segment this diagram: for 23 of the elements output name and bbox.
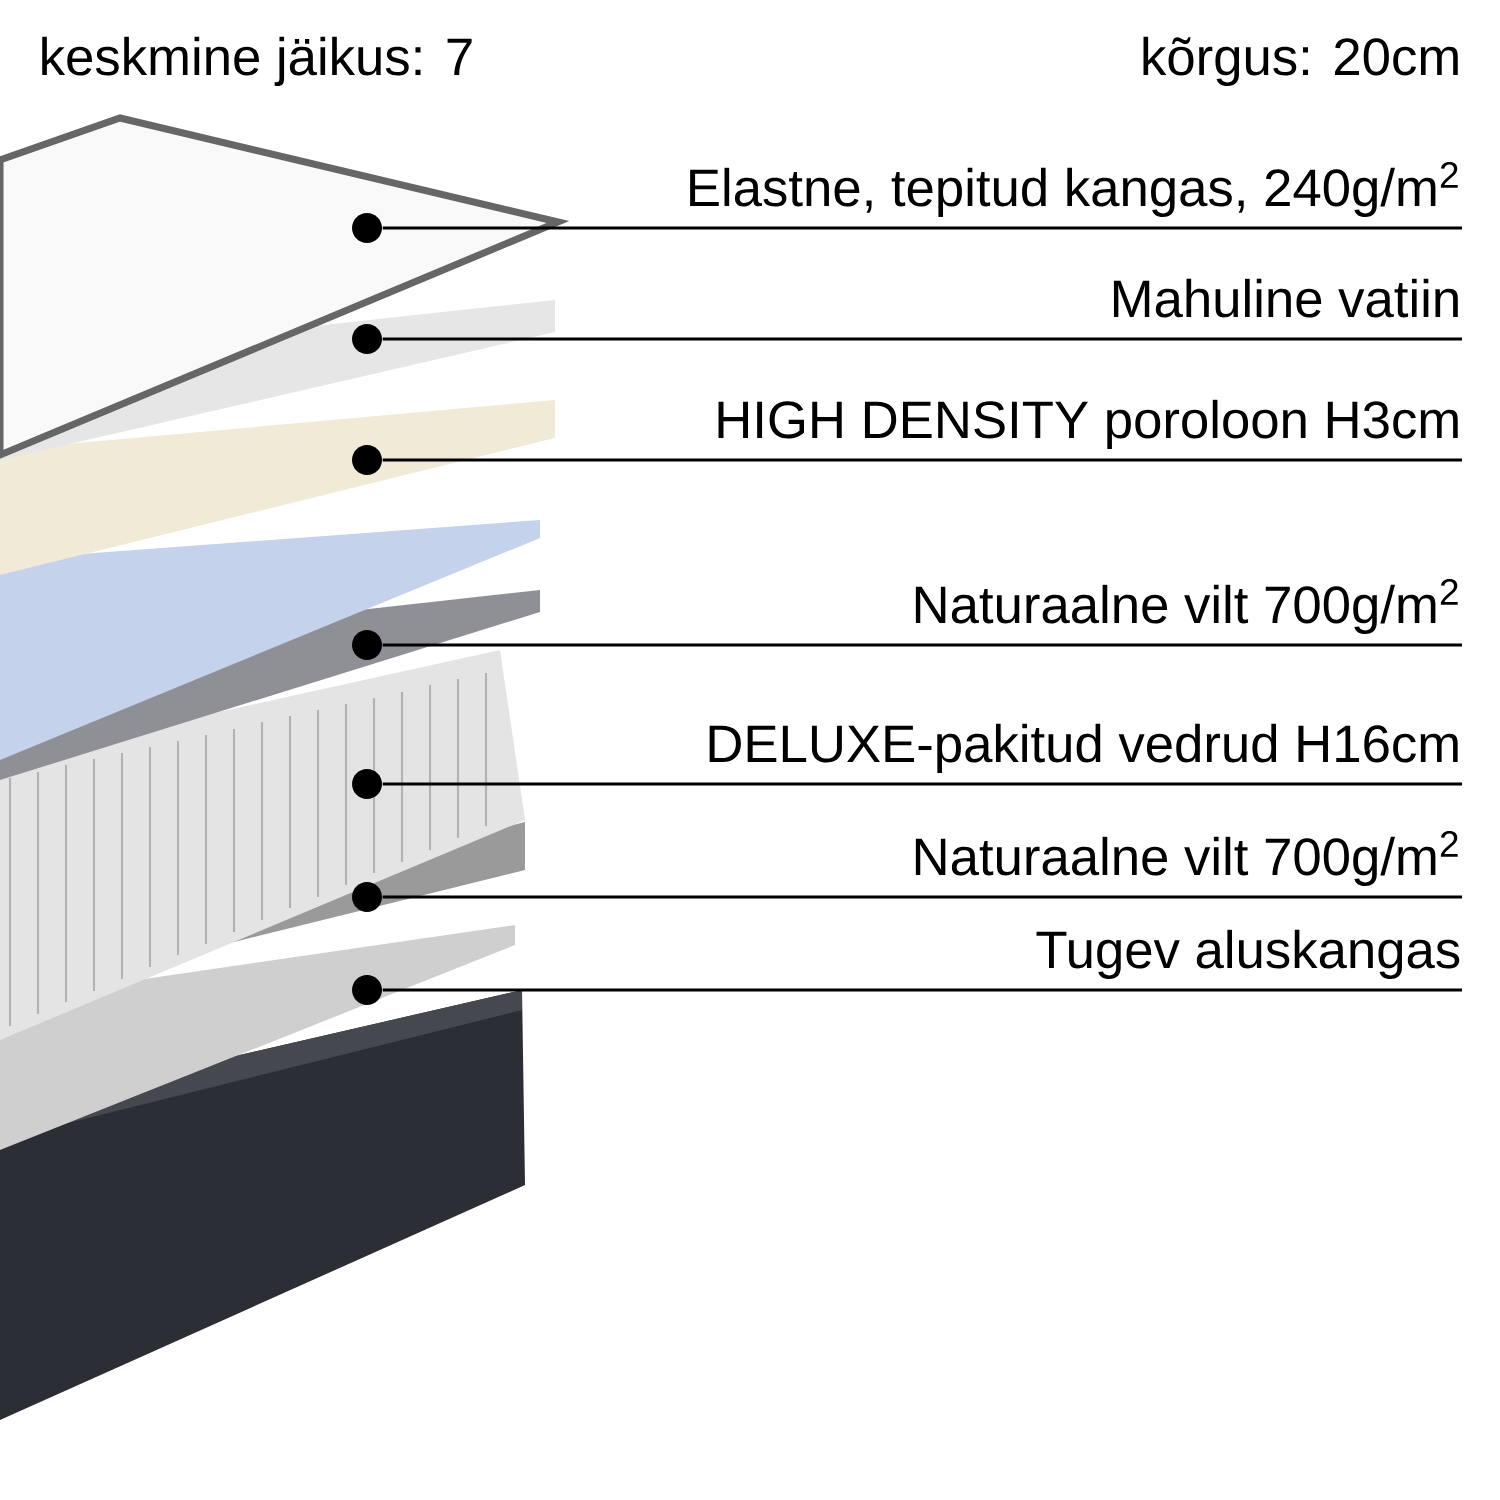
- layer-label: Mahuline vatiin: [1113, 278, 1458, 318]
- layer-label: Tugev aluskangas: [1036, 929, 1460, 979]
- callout-dot: [352, 630, 382, 660]
- layer-label: HIGH DENSITY poroloon H3cm: [718, 399, 1458, 449]
- callout-dot: [352, 882, 382, 912]
- leader-line: [382, 988, 1462, 992]
- callout-dot: [352, 445, 382, 475]
- callout-dot: [352, 975, 382, 1005]
- leader-line: [382, 643, 1462, 647]
- layer-label: Naturaalne vilt 700g/m$^{2}$: [915, 578, 1458, 634]
- callout-dot: [352, 213, 382, 243]
- leader-line: [382, 337, 1462, 341]
- leader-line: [382, 458, 1462, 462]
- layer-label: Elastne, tepitud kangas, 240g/m$^{2}$: [690, 161, 1458, 217]
- leader-line: [382, 226, 1462, 230]
- leader-line: [382, 895, 1462, 899]
- callout-dot: [352, 769, 382, 799]
- layer-label: Naturaalne vilt 700g/m$^{2}$: [915, 830, 1458, 886]
- spec-text: kõrgus: 20cm: [1143, 36, 1458, 86]
- callout-dot: [352, 324, 382, 354]
- spec-text: keskmine jäikus: 7: [42, 36, 472, 86]
- leader-line: [382, 782, 1462, 786]
- layer-label: DELUXE-pakitud vedrud H16cm: [709, 723, 1458, 773]
